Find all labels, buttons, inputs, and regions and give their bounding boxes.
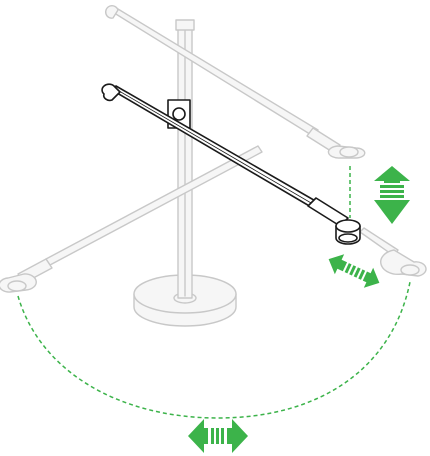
ghost-arm-upper [104,4,366,159]
ghost-arm-left [0,145,263,293]
rotation-arc-guide [17,281,411,419]
arm-counterweight [101,83,121,102]
motion-guides [17,166,411,419]
lamp-head [335,219,361,245]
lamp-pole [175,19,195,299]
active-lamp-arm [101,83,361,245]
vertical-adjust-arrow-icon [374,166,410,224]
ghost-lamp-positions [0,4,427,327]
horizontal-slide-arrow-icon [328,254,380,288]
lamp-head-housing [307,197,349,227]
rotation-arrow-icon [188,419,248,453]
ghost-arm-right [359,227,427,277]
